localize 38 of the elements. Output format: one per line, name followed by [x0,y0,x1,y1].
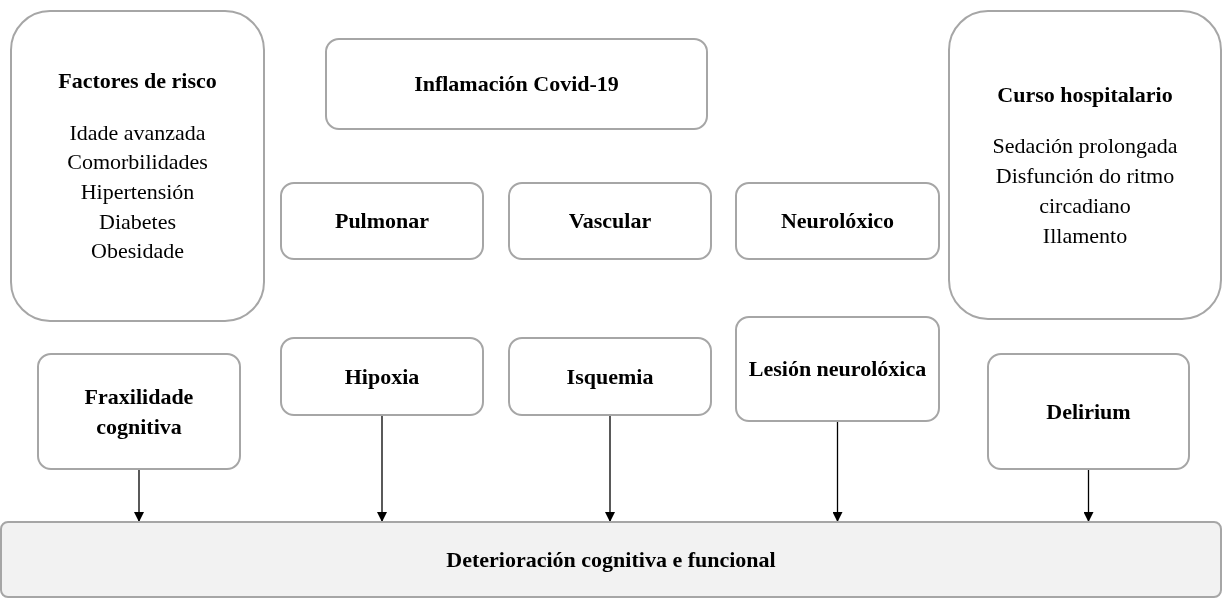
box-heading: Pulmonar [334,207,430,236]
box-heading: Fraxilidade cognitiva [83,382,195,441]
box-text: Sedación prolongada [992,132,1178,161]
process-box [325,38,708,130]
box-heading: Inflamación Covid-19 [414,70,619,99]
process-box [10,10,265,322]
process-box [280,182,484,260]
box-heading: Vascular [568,207,652,236]
process-box [37,353,241,470]
process-box [508,182,712,260]
box-heading: Curso hospitalario [997,80,1173,109]
arrow [832,421,843,522]
arrow [134,469,144,522]
box-heading: Isquemia [566,362,654,391]
arrow [1083,469,1094,522]
process-box [280,337,484,416]
box-heading: Deterioración cognitiva e funcional [446,545,776,574]
process-box [987,353,1190,470]
box-text: Diabetes [99,207,176,236]
arrow [377,415,387,522]
box-heading: Neurolóxico [780,207,895,236]
process-box [0,521,1222,598]
box-text: Disfunción do ritmo [995,162,1175,191]
process-box [948,10,1222,320]
box-text: Comorbilidades [67,148,208,177]
box-text: Obesidade [91,237,184,266]
box-heading: Hipoxia [344,362,420,391]
box-heading: Delirium [1046,397,1131,426]
arrow [605,415,615,522]
box-text: Hipertensión [80,178,195,206]
box-text: circadiano [1039,191,1131,220]
box-heading: Lesión neurolóxica [748,355,927,384]
box-text: Illamento [1042,221,1128,250]
process-box [735,316,940,422]
box-text: Idade avanzada [69,118,206,147]
process-box [735,182,940,260]
box-heading: Factores de risco [58,66,217,95]
process-box [508,337,712,416]
